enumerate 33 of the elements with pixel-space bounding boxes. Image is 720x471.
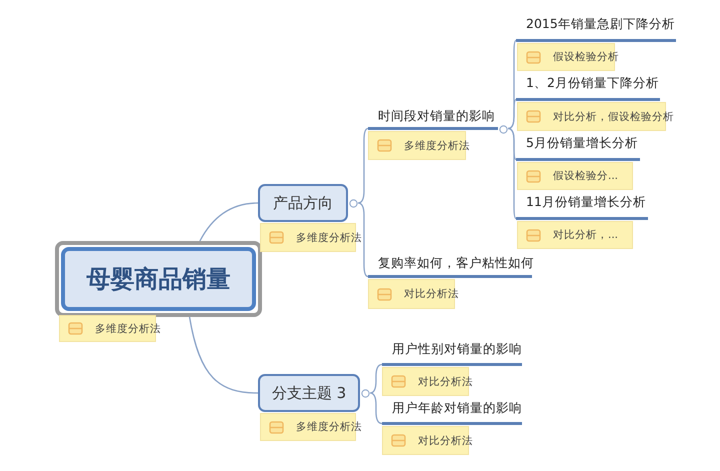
- note-box: [517, 162, 633, 190]
- note-text: 多维度分析法: [404, 138, 470, 152]
- connector-line: [357, 128, 369, 204]
- topic-text: 5月份销量增长分析: [526, 135, 638, 150]
- topic-text: 复购率如何，客户粘性如何: [378, 255, 534, 270]
- connector-line: [357, 202, 369, 278]
- central-topic-box: [55, 241, 262, 317]
- topic-text: 11月份销量增长分析: [526, 194, 646, 209]
- note-text: 对比分析，...: [553, 228, 618, 242]
- connector-line: [369, 392, 383, 424]
- connector-line: [199, 202, 258, 242]
- note-text: 对比分析法: [404, 287, 459, 301]
- topic-text: 1、2月份销量下降分析: [526, 75, 659, 90]
- note-box: [517, 221, 633, 249]
- topic-text: 2015年销量急剧下降分析: [526, 16, 675, 31]
- topic-text: 时间段对销量的影响: [378, 108, 495, 123]
- note-text: 假设检验分析: [553, 50, 619, 64]
- branch-topic-box: 产品方向: [258, 184, 348, 222]
- note-text: 对比分析，假设检验分析: [553, 110, 674, 124]
- connector-line: [507, 128, 517, 220]
- note-text: 假设检验分...: [553, 169, 618, 183]
- topic-text: 母婴商品销量: [61, 247, 256, 311]
- branch-topic-box: 分支主题 3: [258, 374, 360, 412]
- connector-line: [507, 98, 517, 130]
- connector-line: [188, 316, 258, 394]
- note-text: 多维度分析法: [296, 230, 362, 244]
- topic-text: 用户性别对销量的影响: [392, 341, 522, 356]
- connector-line: [369, 364, 383, 394]
- note-text: 对比分析法: [418, 374, 473, 388]
- note-text: 多维度分析法: [296, 420, 362, 434]
- topic-text: 用户年龄对销量的影响: [392, 400, 522, 415]
- note-text: 多维度分析法: [95, 322, 161, 336]
- note-text: 对比分析法: [418, 434, 473, 448]
